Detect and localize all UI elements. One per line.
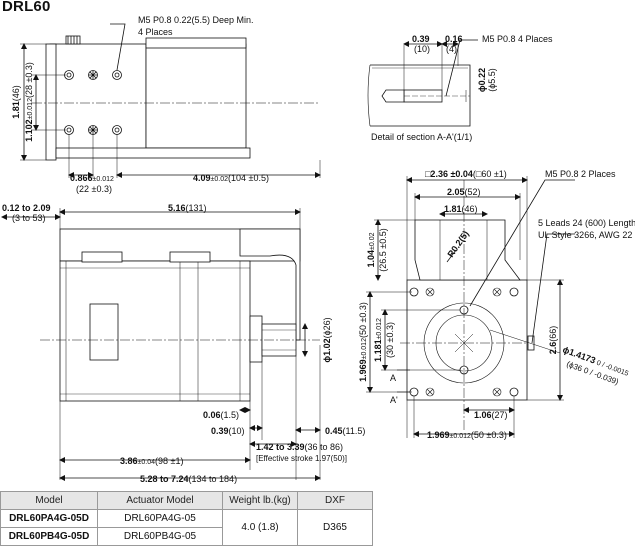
dim-181: 1.81: [444, 204, 462, 214]
dim-square: □2.36 ±0.04: [425, 169, 473, 179]
dim-1969: 1.969: [358, 359, 368, 382]
dim-142: 1.42 to 3.39: [256, 442, 305, 452]
lead-note-line2: UL Style 3266, AWG 22: [538, 230, 632, 240]
svg-text:1.969±0.012(50 ±0.3): 1.969±0.012(50 ±0.3): [427, 430, 507, 440]
svg-text:1.102±0.012(28 ±0.3): 1.102±0.012(28 ±0.3): [24, 62, 34, 142]
actuator-cell: DRL60PA4G-05: [97, 509, 223, 528]
svg-text:(30 ±0.3): (30 ±0.3): [385, 322, 395, 358]
dim-1181: 1.181: [373, 339, 383, 362]
spec-table: Model Actuator Model Weight lb.(kg) DXF …: [0, 491, 373, 546]
sec-dim-b: 0.16: [445, 34, 463, 44]
weight-cell: 4.0 (1.8): [222, 509, 298, 546]
dim-26: 2.6: [548, 342, 558, 355]
svg-text:5.16(131): 5.16(131): [168, 203, 207, 213]
end-view: [366, 176, 575, 438]
dim-386: 3.86: [120, 456, 138, 466]
dim-528: 5.28 to 7.24: [140, 474, 189, 484]
svg-text:(26.5 ±0.5): (26.5 ±0.5): [378, 228, 388, 271]
page-title: DRL60: [2, 0, 51, 15]
svg-text:4.09±0.02(104 ±0.5): 4.09±0.02(104 ±0.5): [193, 173, 269, 183]
svg-text:ϕ1.02(ϕ26): ϕ1.02(ϕ26): [322, 317, 332, 362]
model-cell: DRL60PA4G-05D: [0, 509, 98, 528]
svg-text:1.81(46): 1.81(46): [11, 85, 21, 119]
svg-text:1.81(46): 1.81(46): [444, 204, 478, 214]
tap-note-line1: M5 P0.8 0.22(5.5) Deep Min.: [138, 15, 254, 25]
section-mark-a: A: [390, 373, 396, 383]
svg-text:1.181±0.012: 1.181±0.012: [373, 318, 383, 362]
sec-dim-b-mm: (4): [446, 44, 457, 54]
svg-text:2.6(66): 2.6(66): [548, 326, 558, 355]
svg-text:5.28 to 7.24(134 to 184): 5.28 to 7.24(134 to 184): [140, 474, 237, 484]
dim-length: 5.16: [168, 203, 186, 213]
svg-text:0.45(11.5): 0.45(11.5): [325, 426, 365, 436]
svg-text:2.05(52): 2.05(52): [447, 187, 481, 197]
tap-note-line2: 4 Places: [138, 27, 173, 37]
svg-text:0.39(10): 0.39(10): [211, 426, 245, 436]
top-view: [20, 23, 321, 178]
header-weight: Weight lb.(kg): [222, 491, 298, 510]
svg-text:1.06(27): 1.06(27): [474, 410, 508, 420]
sec-tap-note: M5 P0.8 4 Places: [482, 34, 553, 44]
svg-text:3.86±0.04(98 ±1): 3.86±0.04(98 ±1): [120, 456, 183, 466]
sec-dim-a-mm: (10): [414, 44, 430, 54]
dim-205: 2.05: [447, 187, 465, 197]
svg-text:0.866±0.012: 0.866±0.012: [70, 173, 114, 183]
dim-039: 0.39: [211, 426, 229, 436]
header-actuator: Actuator Model: [97, 491, 223, 510]
svg-text:1.04±0.02: 1.04±0.02: [366, 232, 376, 267]
dim-x1: 0.866: [70, 173, 93, 183]
section-mark-a2: A': [390, 395, 398, 405]
dim-stroke: 0.12 to 2.09: [2, 203, 51, 213]
model-cell: DRL60PB4G-05D: [0, 527, 98, 546]
section-view: [367, 39, 478, 127]
section-caption: Detail of section A-A'(1/1): [371, 132, 472, 142]
svg-text:1.42 to 3.39(36 to 86): 1.42 to 3.39(36 to 86): [256, 442, 343, 452]
dim-x2: 4.09: [193, 173, 211, 183]
svg-text:1.969±0.012(50 ±0.3): 1.969±0.012(50 ±0.3): [358, 302, 368, 382]
effective-stroke: [Effective stroke 1.97(50)]: [256, 454, 347, 463]
dim-dia: ϕ1.02: [322, 338, 332, 362]
end-tap-note: M5 P0.8 2 Places: [545, 169, 616, 179]
lead-note-line1: 5 Leads 24 (600) Length: [538, 218, 635, 228]
dim-045: 0.45: [325, 426, 343, 436]
sec-dim-depth: ϕ0.22: [477, 68, 487, 92]
dim-stroke-mm: (3 to 53): [12, 213, 46, 223]
header-model: Model: [0, 491, 98, 510]
table-header-row: Model Actuator Model Weight lb.(kg) DXF: [0, 491, 373, 510]
table-row: DRL60PA4G-05D DRL60PA4G-05 4.0 (1.8) D36…: [0, 509, 373, 546]
table-row: DRL60PB4G-05D DRL60PB4G-05: [0, 527, 373, 546]
side-view: [1, 208, 321, 481]
svg-text:0.06(1.5): 0.06(1.5): [203, 410, 239, 420]
dim-pitch: 1.102: [24, 119, 34, 142]
dim-height: 1.81: [11, 101, 21, 119]
dim-006: 0.06: [203, 410, 221, 420]
dim-106: 1.06: [474, 410, 492, 420]
sec-dim-a: 0.39: [412, 34, 430, 44]
svg-text:□2.36 ±0.04(□60 ±1): □2.36 ±0.04(□60 ±1): [425, 169, 507, 179]
dim-1969b: 1.969: [427, 430, 450, 440]
dim-x1-mm: (22 ±0.3): [76, 184, 112, 194]
header-dxf: DXF: [297, 491, 373, 510]
dxf-cell[interactable]: D365: [297, 509, 373, 546]
dim-104: 1.04: [366, 250, 376, 268]
sec-dim-depth-mm: (ϕ5.5): [487, 68, 497, 92]
actuator-cell: DRL60PB4G-05: [97, 527, 223, 546]
